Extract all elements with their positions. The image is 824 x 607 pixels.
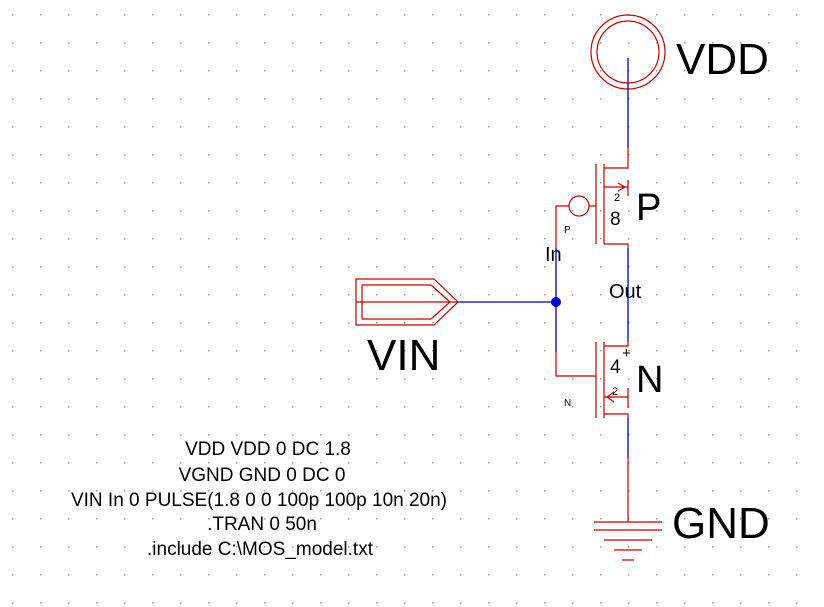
vdd-label: VDD: [676, 35, 769, 84]
nmos-transistor[interactable]: [555, 342, 629, 418]
pmos-transistor[interactable]: [555, 148, 629, 248]
pmos-width-label: 8: [610, 209, 621, 230]
vin-port[interactable]: [355, 278, 459, 326]
pmos-name-label: P: [636, 187, 661, 229]
in-junction-dot: [551, 297, 561, 307]
grid-dots: [12, 14, 798, 604]
net-in-label: In: [545, 244, 562, 266]
wires[interactable]: [458, 58, 629, 458]
spice-line: .TRAN 0 50n: [207, 514, 317, 535]
spice-line: VIN In 0 PULSE(1.8 0 0 100p 100p 10n 20n…: [71, 490, 447, 511]
nmos-plus-marker: +: [622, 345, 631, 362]
pmos-type-tag: P: [564, 225, 571, 236]
nmos-type-tag: N: [564, 398, 571, 409]
spice-line: VDD VDD 0 DC 1.8: [185, 439, 351, 460]
gnd-label: GND: [672, 499, 770, 548]
nmos-width-label: 4: [610, 357, 621, 378]
nmos-name-label: N: [636, 359, 663, 401]
vin-label: VIN: [367, 331, 440, 380]
net-out-label: Out: [609, 281, 642, 303]
spice-line: VGND GND 0 DC 0: [179, 465, 346, 486]
pmos-length-label: 2: [614, 192, 620, 204]
spice-directives[interactable]: VDD VDD 0 DC 1.8 VGND GND 0 DC 0 VIN In …: [71, 439, 447, 560]
nmos-length-label: 2: [612, 386, 618, 398]
ground-symbol[interactable]: [594, 458, 662, 561]
spice-line: .include C:\MOS_model.txt: [147, 539, 374, 560]
